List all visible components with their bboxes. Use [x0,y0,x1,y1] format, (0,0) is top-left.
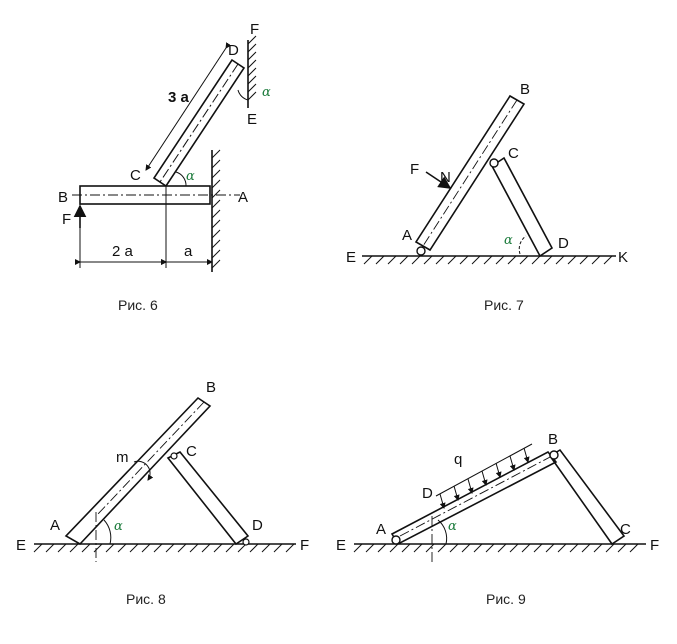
fig9-hinge-A [391,535,401,545]
fig6-dim-a: a [184,243,193,260]
figure-9: B q D A C E F α Рис. 9 [336,431,659,607]
fig7-label-K: K [618,249,628,266]
fig7-label-E: E [346,249,356,266]
fig8-alpha: α [114,519,123,534]
fig9-label-D: D [422,485,433,502]
fig8-bar-CD [166,450,250,546]
fig7-ground [362,255,616,265]
fig9-label-A: A [376,521,386,538]
fig9-distributed-load [435,443,533,509]
fig9-label-E: E [336,537,346,554]
fig6-label-F: F [250,21,259,38]
fig8-label-C: C [186,443,197,460]
fig7-hinge-C [489,158,499,168]
fig8-label-A: A [50,517,60,534]
fig9-bar-AB [390,450,558,546]
fig7-bar-CD [490,156,554,258]
fig9-hinge-B [549,450,559,460]
fig6-right-wall [211,149,221,272]
figure-8: B C m A D E F α Рис. 8 [16,379,309,607]
fig6-angle-arc-bottom [175,171,187,187]
fig8-hinge-D [242,538,250,546]
fig6-label-force-F: F [62,211,71,228]
fig9-alpha: α [448,519,457,534]
fig6-label-A: A [238,189,248,206]
fig8-angle-arc [103,519,112,545]
fig8-label-D: D [252,517,263,534]
fig7-label-B: B [520,81,530,98]
fig6-alpha-bottom: α [186,169,195,184]
fig9-ground [353,543,646,553]
fig9-angle-arc [437,519,448,545]
fig7-caption: Рис. 7 [484,297,524,313]
fig6-label-E: E [247,111,257,128]
fig9-label-B: B [548,431,558,448]
fig7-label-A: A [402,227,412,244]
fig8-bar-AB [64,396,212,546]
fig8-hinge-C [170,452,178,460]
fig9-caption: Рис. 9 [486,591,526,607]
fig8-caption: Рис. 8 [126,591,166,607]
figure-7: B C F N A D E K α Рис. 7 [346,81,628,313]
fig6-upper-wall [247,35,257,108]
fig7-bar-AB [414,94,526,252]
fig7-label-F: F [410,161,419,178]
fig9-label-F: F [650,537,659,554]
fig6-caption: Рис. 6 [118,297,158,313]
fig7-alpha: α [504,233,513,248]
fig7-hinge-A [416,246,426,256]
fig7-label-C: C [508,145,519,162]
fig6-label-B: B [58,189,68,206]
fig6-label-C: C [130,167,141,184]
fig7-label-N: N [440,169,451,186]
fig8-moment-arc [133,460,154,481]
fig9-label-C: C [620,521,631,538]
fig7-label-D: D [558,235,569,252]
fig6-inclined-bar [152,58,246,188]
fig9-label-q: q [454,451,462,468]
fig8-label-E: E [16,537,26,554]
fig7-angle-arc [518,235,527,255]
fig6-label-D: D [228,42,239,59]
fig6-alpha-top: α [262,85,271,100]
fig8-label-F: F [300,537,309,554]
fig8-ground [33,543,296,553]
fig8-label-B: B [206,379,216,396]
fig9-bar-BC [548,448,626,546]
figure-6: D F E C A B F 3 a 2 a a α α Рис. 6 [58,21,271,313]
fig6-label-3a: 3 a [168,89,190,106]
fig8-label-m: m [116,449,129,466]
fig6-angle-arc-top [237,89,249,101]
fig7-force-arrow [425,171,452,189]
fig6-dim-2a: 2 a [112,243,134,260]
